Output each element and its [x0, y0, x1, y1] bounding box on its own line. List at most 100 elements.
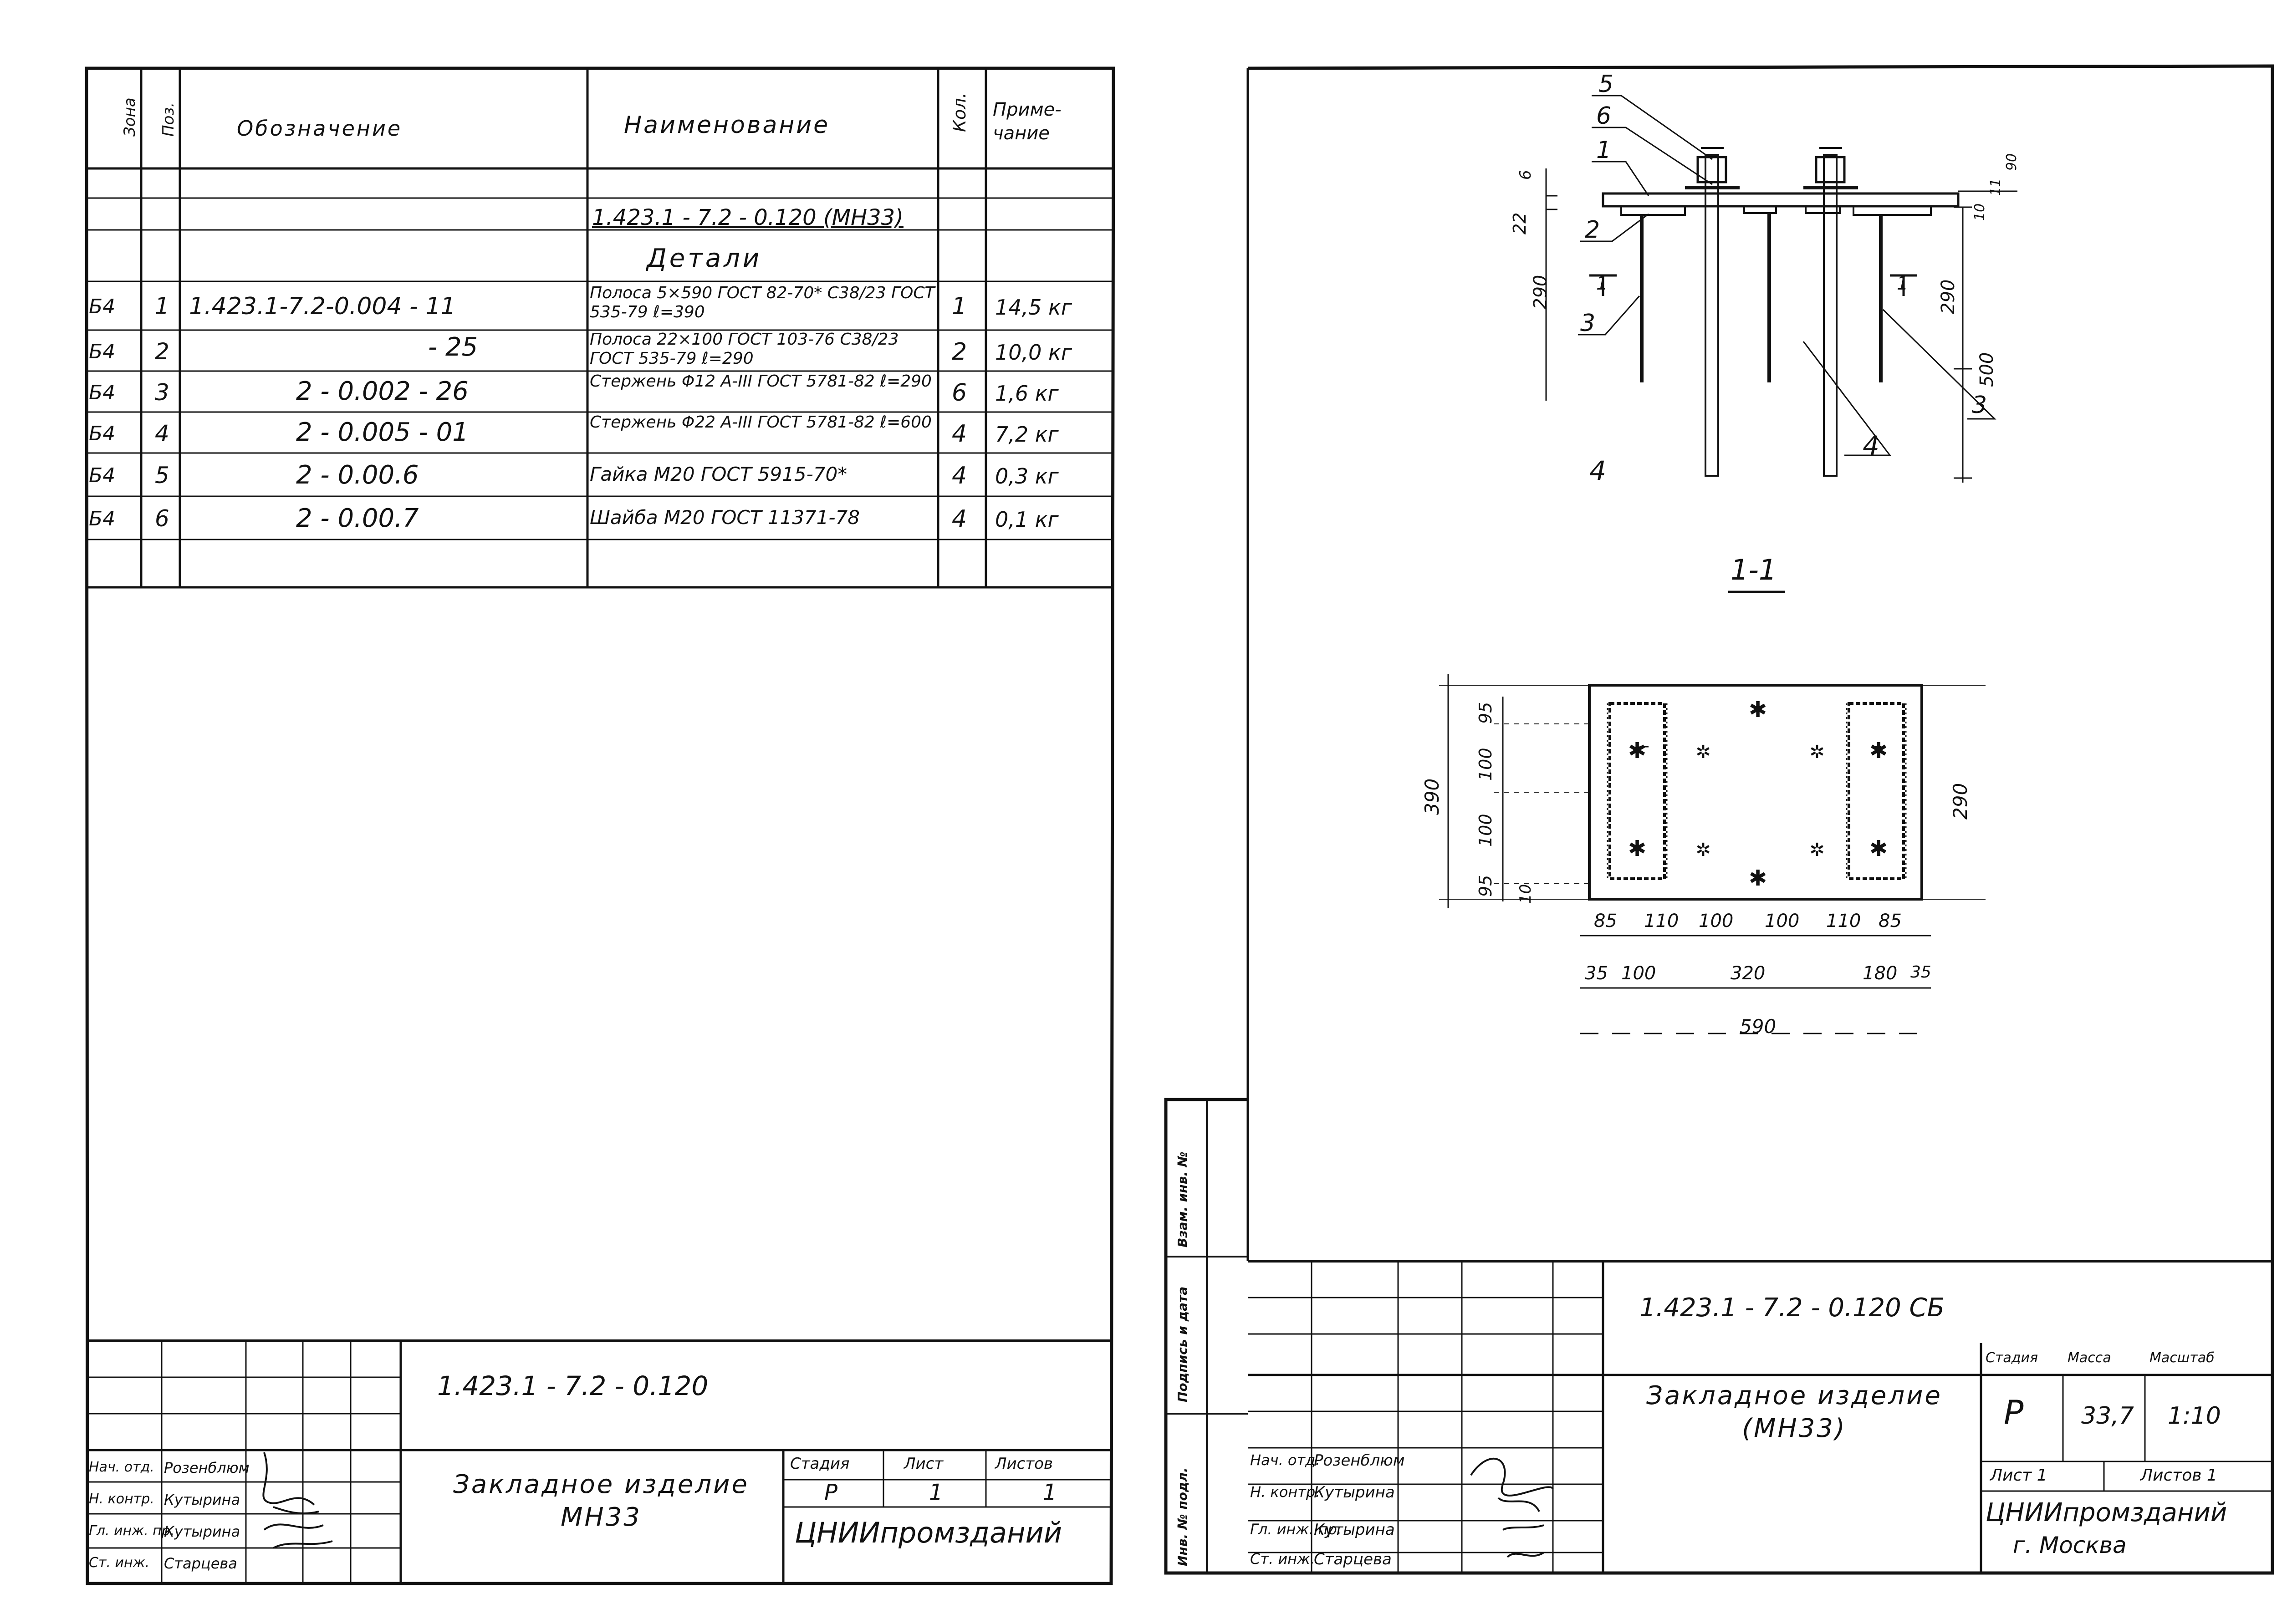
- dim-11: 11: [1988, 178, 2004, 196]
- row-zone: Б4: [89, 507, 116, 530]
- plan-dim-row1-5: 85: [1879, 911, 1902, 932]
- spec-header-note: Приме-чание: [993, 99, 1062, 144]
- plan-dim-row2-2: 320: [1731, 963, 1766, 984]
- row-name: Стержень Φ22 А-III ГОСТ 5781-82 ℓ=600: [590, 413, 932, 432]
- callout-4b: 4: [1589, 455, 1606, 486]
- row-note: 0,1 кг: [995, 507, 1059, 532]
- row-zone: Б4: [89, 381, 116, 404]
- left-doc-number: 1.423.1 - 7.2 - 0.120: [437, 1370, 709, 1401]
- plan-dim-row2-1: 100: [1621, 963, 1656, 984]
- signature-name: Кутырина: [1314, 1521, 1395, 1539]
- signature-name: Розенблюм: [1314, 1451, 1405, 1470]
- plan-dim-row2-4: 35: [1910, 963, 1931, 982]
- left-organization: ЦНИИпромзданий: [795, 1516, 1062, 1549]
- row-pos: 4: [155, 420, 169, 447]
- row-note: 14,5 кг: [995, 295, 1072, 320]
- row-pos: 5: [155, 462, 169, 489]
- plan-dim-290: 290: [1949, 783, 1971, 820]
- row-designation: 2 - 0.002 - 26: [296, 377, 469, 406]
- plan-dim-95b: 95: [1475, 875, 1496, 897]
- row-qty: 1: [952, 293, 967, 320]
- plan-dim-row1-2: 100: [1699, 911, 1734, 932]
- signature-role: Ст. инж.: [1250, 1550, 1315, 1568]
- plan-dim-390: 390: [1421, 778, 1443, 815]
- right-organization: ЦНИИпромзданий: [1986, 1498, 2227, 1527]
- plan-dim-100b: 100: [1475, 814, 1496, 847]
- signature-name: Кутырина: [1314, 1483, 1395, 1502]
- row-pos: 6: [155, 505, 169, 532]
- signature-scribble-right: [1470, 1457, 1554, 1558]
- dim-290-right: 290: [1938, 279, 1959, 314]
- left-sheet-label: Лист: [904, 1455, 944, 1473]
- signature-scribble-left: [262, 1452, 333, 1549]
- plan-dim-row1-0: 85: [1594, 911, 1617, 932]
- signature-role: Н. контр.: [89, 1491, 154, 1507]
- row-name: Полоса 5×590 ГОСТ 82-70* С38/23 ГОСТ 535…: [590, 284, 935, 321]
- row-zone: Б4: [89, 295, 116, 318]
- left-stage-label: Стадия: [790, 1455, 850, 1473]
- right-doc-number: 1.423.1 - 7.2 - 0.120 СБ: [1639, 1293, 1945, 1323]
- section-title-details: Детали: [647, 244, 762, 273]
- spec-header-zone: Зона: [121, 97, 139, 137]
- svg-text:✱: ✱: [1749, 865, 1767, 891]
- spec-header-name: Наименование: [624, 112, 830, 139]
- dim-500: 500: [1976, 352, 1997, 387]
- plan-dim-10: 10: [1516, 884, 1535, 904]
- plan-dim-overall: 590: [1740, 1015, 1777, 1038]
- row-name: Стержень Φ12 А-III ГОСТ 5781-82 ℓ=290: [590, 372, 932, 391]
- svg-text:✱: ✱: [1628, 836, 1646, 861]
- dim-90: 90: [2004, 153, 2020, 171]
- section-mark-right: 1: [1897, 273, 1909, 294]
- row-pos: 2: [155, 338, 169, 365]
- signature-role: Нач. отд.: [1250, 1451, 1320, 1469]
- row-name: Гайка М20 ГОСТ 5915-70*: [590, 463, 847, 485]
- plan-dim-row1-4: 110: [1826, 911, 1861, 932]
- left-doc-title: Закладное изделие МН33: [453, 1470, 749, 1532]
- spec-header-pos: Поз.: [159, 102, 178, 137]
- row-qty: 4: [952, 462, 967, 489]
- right-mass: 33,7: [2081, 1402, 2134, 1430]
- signature-name: Кутырина: [164, 1523, 240, 1540]
- assembly-reference: 1.423.1 - 7.2 - 0.120 (МН33): [592, 205, 904, 230]
- dim-22: 22: [1510, 212, 1530, 234]
- table-row: Б4 6 2 - 0.00.7 Шайба М20 ГОСТ 11371-78 …: [87, 496, 1113, 540]
- signature-role: Ст. инж.: [89, 1555, 150, 1571]
- table-row: Б4 1 1.423.1-7.2-0.004 - 11 Полоса 5×590…: [87, 281, 1113, 330]
- right-signatures: Нач. отд. Розенблюм Н. контр. Кутырина Г…: [1250, 1448, 1614, 1573]
- section-mark-left: 1: [1596, 273, 1608, 294]
- svg-text:✲: ✲: [1695, 742, 1711, 763]
- right-doc-title: Закладное изделие (МН33): [1646, 1381, 1942, 1443]
- left-stage: Р: [824, 1480, 837, 1505]
- signature-role: Гл. инж. пр.: [89, 1523, 175, 1539]
- svg-text:✱: ✱: [1628, 738, 1646, 764]
- table-row: Б4 3 2 - 0.002 - 26 Стержень Φ12 А-III Г…: [87, 371, 1113, 412]
- svg-text:✱: ✱: [1749, 697, 1767, 723]
- right-city: г. Москва: [2013, 1532, 2127, 1558]
- svg-text:✲: ✲: [1695, 840, 1711, 860]
- plan-dim-row1-3: 100: [1765, 911, 1800, 932]
- callout-3: 3: [1580, 310, 1596, 337]
- row-zone: Б4: [89, 422, 116, 445]
- dim-6: 6: [1516, 170, 1535, 180]
- right-sheet-text: Лист 1: [1990, 1466, 2047, 1485]
- stamp-replace-inv: Взам. инв. №: [1175, 1151, 1190, 1247]
- row-name: Шайба М20 ГОСТ 11371-78: [590, 506, 860, 529]
- row-qty: 4: [952, 505, 967, 533]
- elevation-view: [1545, 95, 2017, 593]
- left-sheet: 1: [929, 1480, 943, 1505]
- callout-4a: 4: [1863, 430, 1879, 461]
- row-designation: - 25: [428, 332, 478, 362]
- row-note: 1,6 кг: [995, 381, 1059, 406]
- row-qty: 6: [952, 379, 967, 407]
- plan-view: [1439, 674, 1986, 1034]
- signature-name: Розенблюм: [164, 1459, 250, 1476]
- spec-header-designation: Обозначение: [237, 116, 403, 141]
- row-qty: 2: [952, 338, 967, 366]
- table-row: Б4 4 2 - 0.005 - 01 Стержень Φ22 А-III Г…: [87, 412, 1113, 453]
- left-signatures: Нач. отд. Розенблюм Н. контр. Кутырина Г…: [89, 1452, 408, 1584]
- row-note: 10,0 кг: [995, 340, 1072, 365]
- section-title: 1-1: [1731, 553, 1777, 586]
- svg-text:✱: ✱: [1869, 836, 1888, 861]
- signature-name: Старцева: [164, 1555, 237, 1572]
